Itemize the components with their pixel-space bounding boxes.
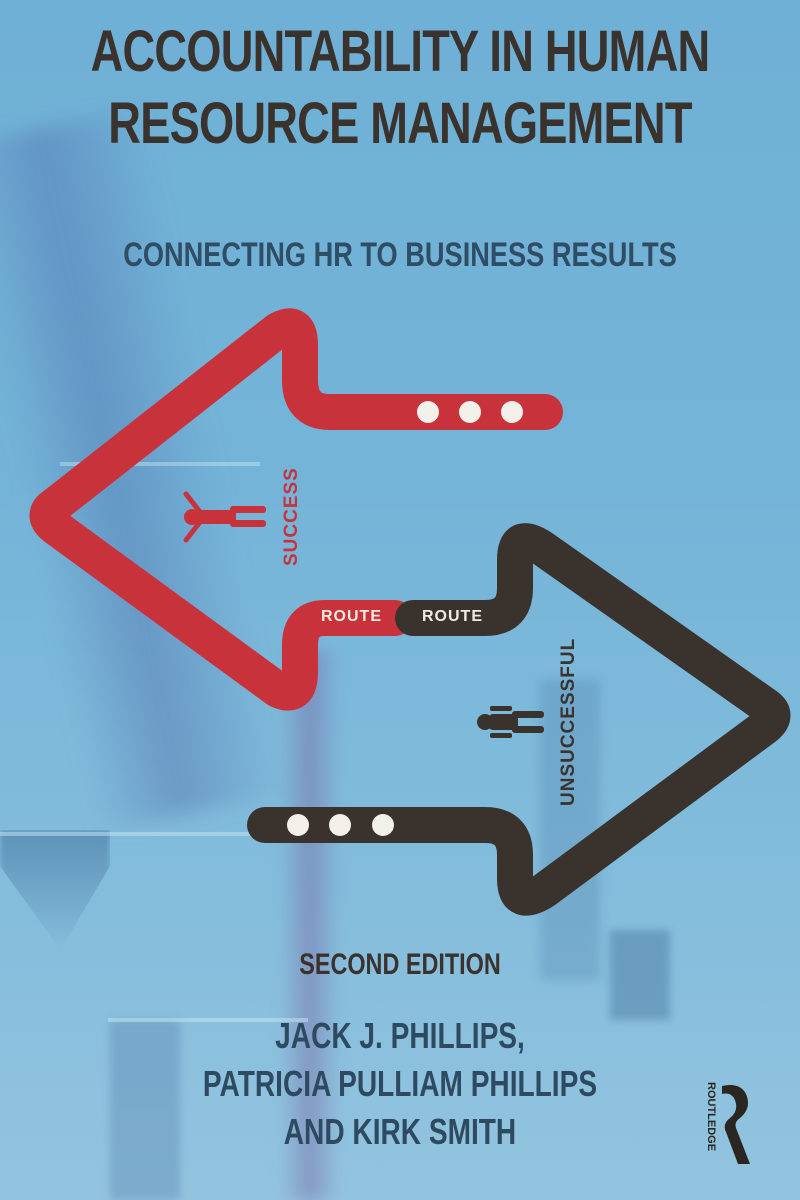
author-list: JACK J. PHILLIPS, PATRICIA PULLIAM PHILL… bbox=[88, 1012, 712, 1156]
author-line: PATRICIA PULLIAM PHILLIPS bbox=[202, 1063, 598, 1104]
title-line-2: RESOURCE MANAGEMENT bbox=[108, 91, 692, 156]
dot bbox=[417, 401, 439, 423]
person-arms-raised-icon bbox=[183, 491, 266, 543]
edition-label: SECOND EDITION bbox=[299, 948, 501, 981]
publisher-name: ROUTLEDGE bbox=[705, 1082, 717, 1152]
background-hline bbox=[60, 462, 260, 466]
background-hline bbox=[108, 1018, 308, 1022]
background-hline bbox=[0, 832, 300, 836]
dot bbox=[501, 401, 523, 423]
author-line: AND KIRK SMITH bbox=[283, 1111, 517, 1152]
dot bbox=[372, 814, 394, 836]
background-panel bbox=[540, 680, 600, 980]
success-label: SUCCESS bbox=[281, 467, 302, 566]
routledge-logo-icon bbox=[722, 1085, 750, 1164]
success-arrow bbox=[29, 308, 563, 711]
dot bbox=[329, 814, 351, 836]
title-line-1: ACCOUNTABILITY IN HUMAN bbox=[90, 19, 711, 84]
dot bbox=[287, 814, 309, 836]
success-route-label: ROUTE bbox=[321, 608, 382, 625]
person-standing-icon bbox=[477, 706, 544, 738]
unsuccessful-route-label: ROUTE bbox=[422, 608, 483, 625]
background-panel bbox=[610, 930, 670, 1020]
dot bbox=[459, 401, 481, 423]
author-line: JACK J. PHILLIPS, bbox=[275, 1015, 525, 1056]
unsuccessful-arrow bbox=[247, 523, 791, 916]
book-subtitle: CONNECTING HR TO BUSINESS RESULTS bbox=[123, 236, 677, 274]
unsuccessful-label: UNSUCCESSFUL bbox=[558, 637, 579, 806]
background-blur-shape bbox=[280, 650, 340, 1200]
background-panel bbox=[110, 1020, 180, 1200]
book-title: ACCOUNTABILITY IN HUMAN RESOURCE MANAGEM… bbox=[0, 16, 800, 160]
